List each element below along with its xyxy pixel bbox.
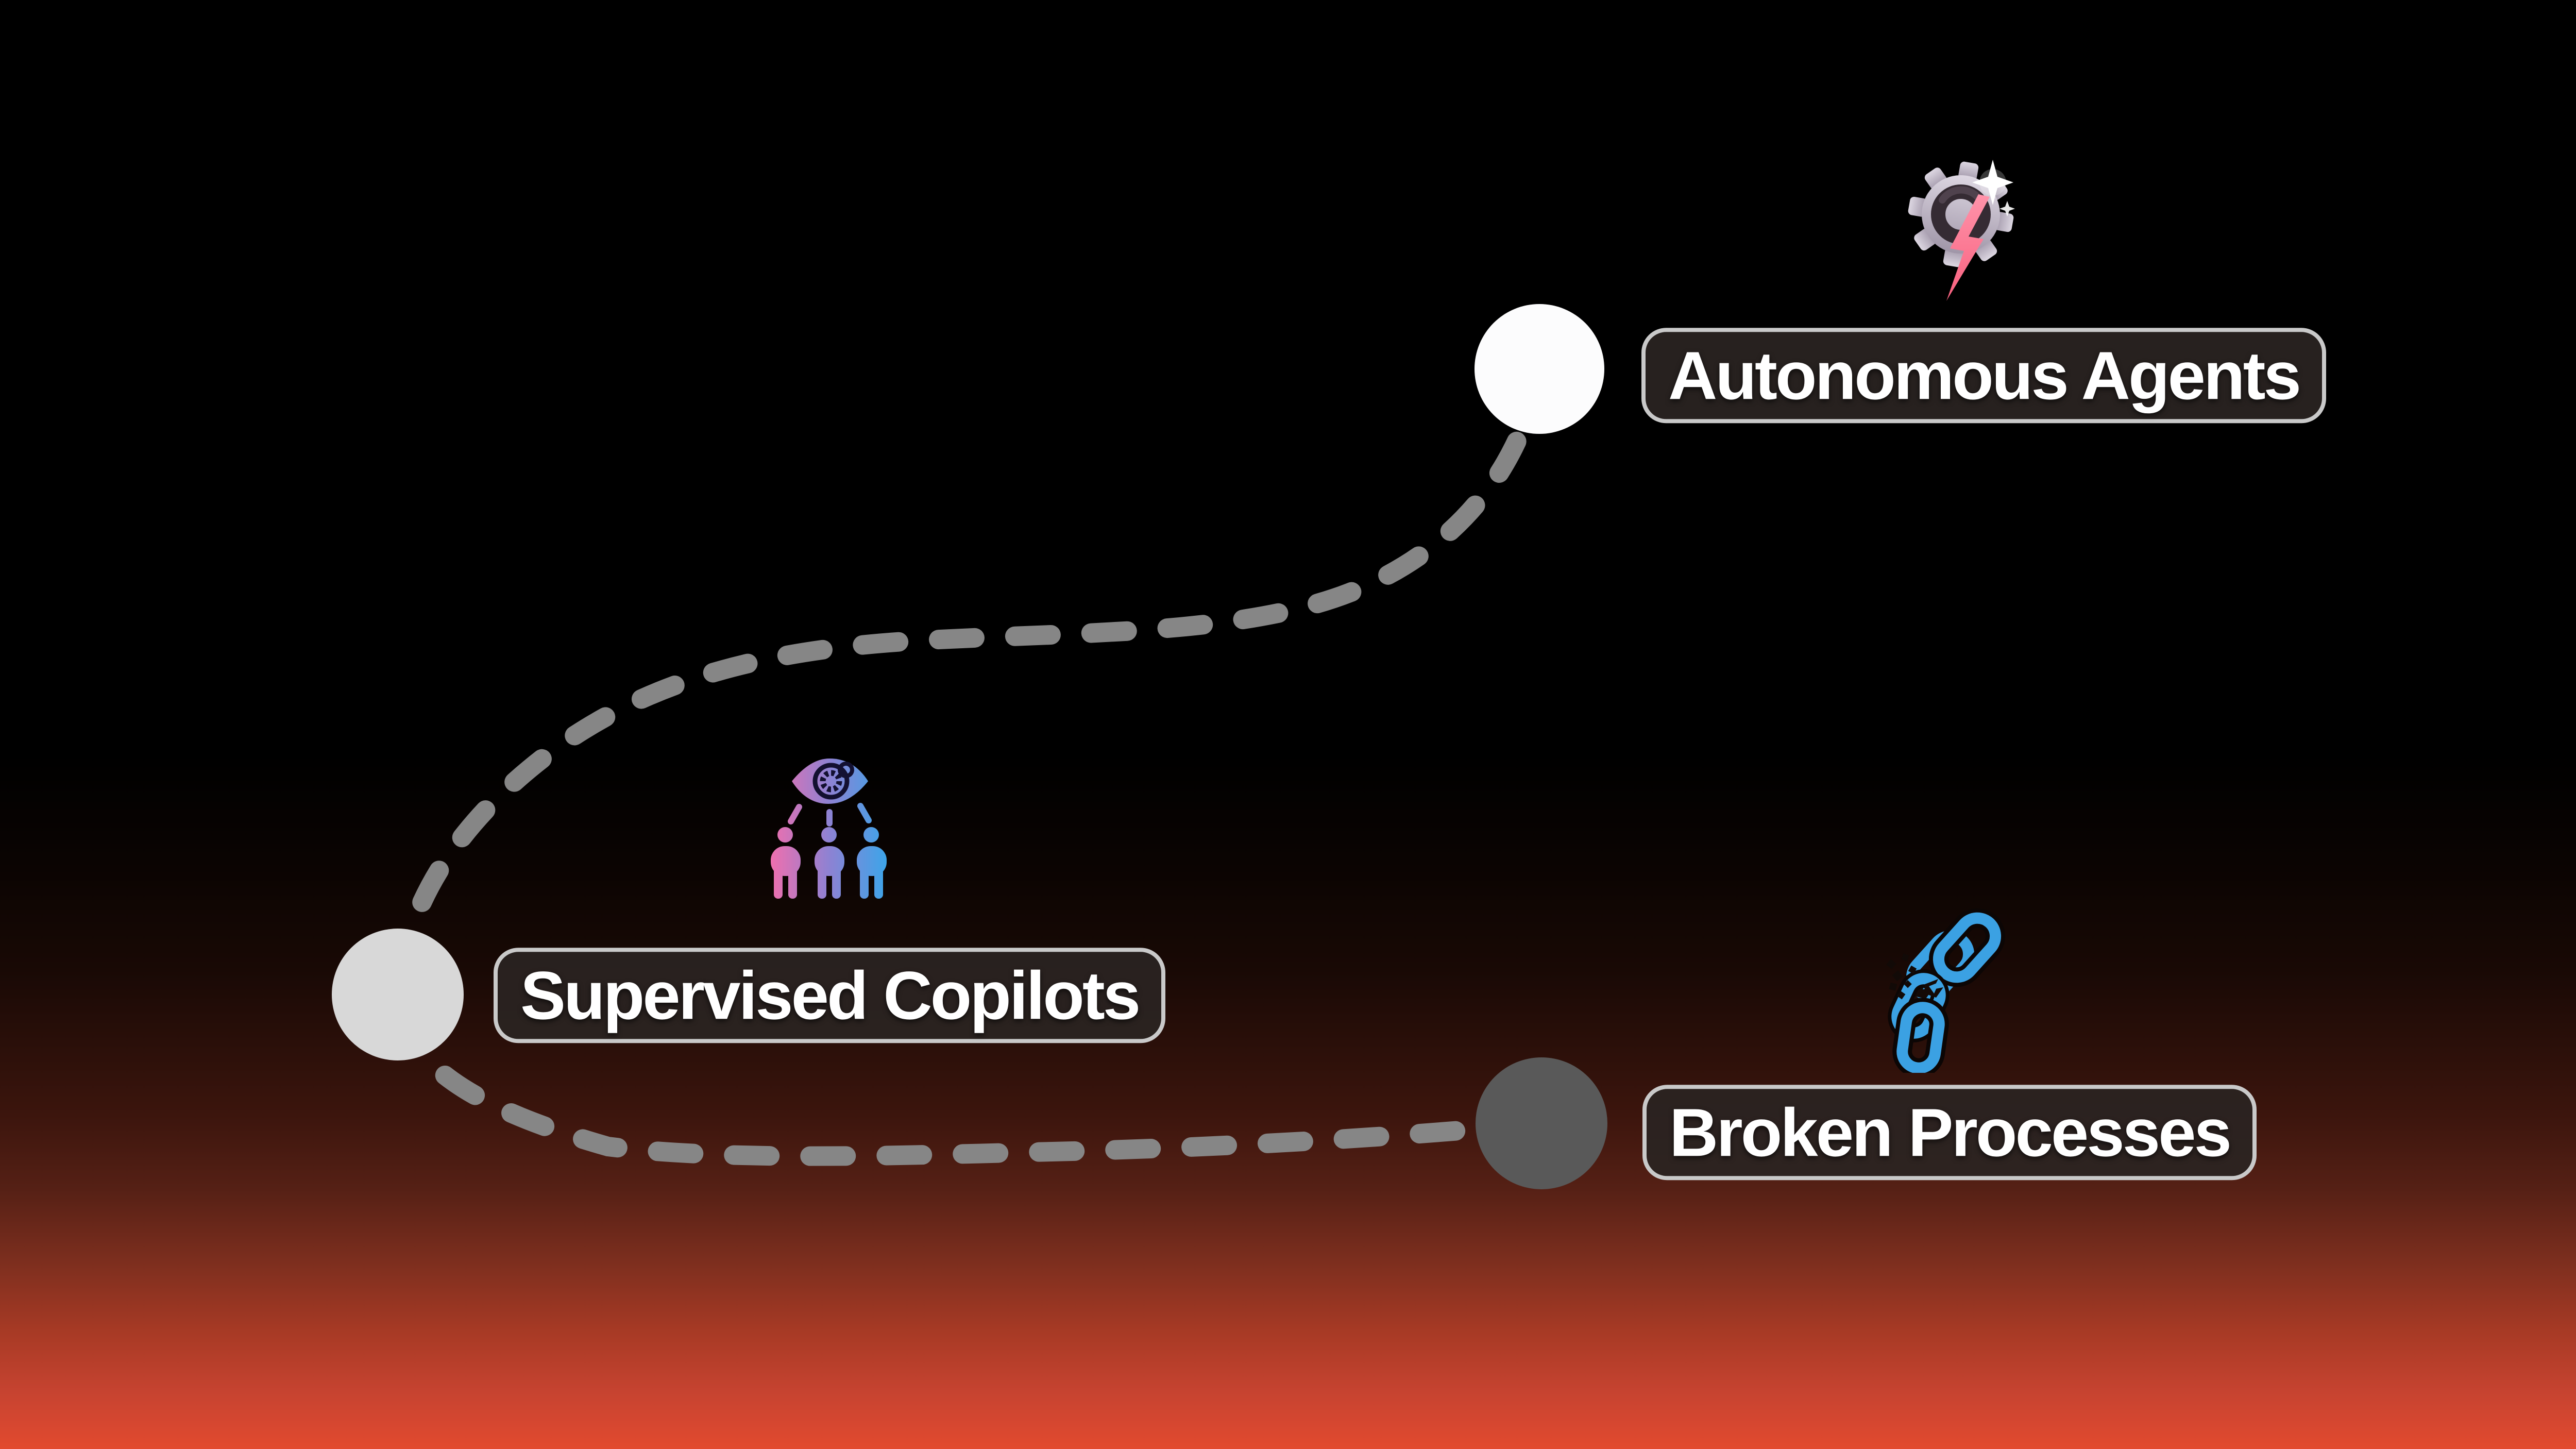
lightning-bolt-icon bbox=[1946, 194, 1990, 301]
journey-dashed-path bbox=[387, 359, 1551, 1166]
eye-dial-pupil bbox=[812, 762, 854, 800]
node-dot-broken-processes bbox=[1476, 1057, 1607, 1189]
gear-hub-highlight bbox=[1939, 186, 1982, 204]
person-icon bbox=[815, 827, 844, 899]
person-icon bbox=[857, 827, 887, 899]
sparkle-icon bbox=[1972, 160, 2015, 216]
person-icon bbox=[771, 827, 801, 899]
chain-break-debris bbox=[1886, 953, 1917, 1000]
eye-supervision-icon bbox=[770, 756, 889, 902]
supervision-rays bbox=[788, 803, 872, 827]
eye-icon bbox=[792, 759, 868, 804]
gear-body bbox=[1908, 161, 2014, 267]
people-icons bbox=[771, 827, 887, 899]
stage-label-broken-processes: Broken Processes bbox=[1642, 1085, 2257, 1181]
node-dot-autonomous-agents bbox=[1475, 304, 1604, 434]
stage-label-supervised-copilots: Supervised Copilots bbox=[494, 948, 1166, 1043]
chain-links bbox=[1888, 908, 2006, 1073]
node-dot-supervised-copilots bbox=[332, 929, 464, 1060]
broken-chain-icon bbox=[1875, 908, 2020, 1073]
gear-lightning-icon bbox=[1901, 150, 2020, 305]
stage-label-autonomous-agents: Autonomous Agents bbox=[1641, 328, 2326, 424]
